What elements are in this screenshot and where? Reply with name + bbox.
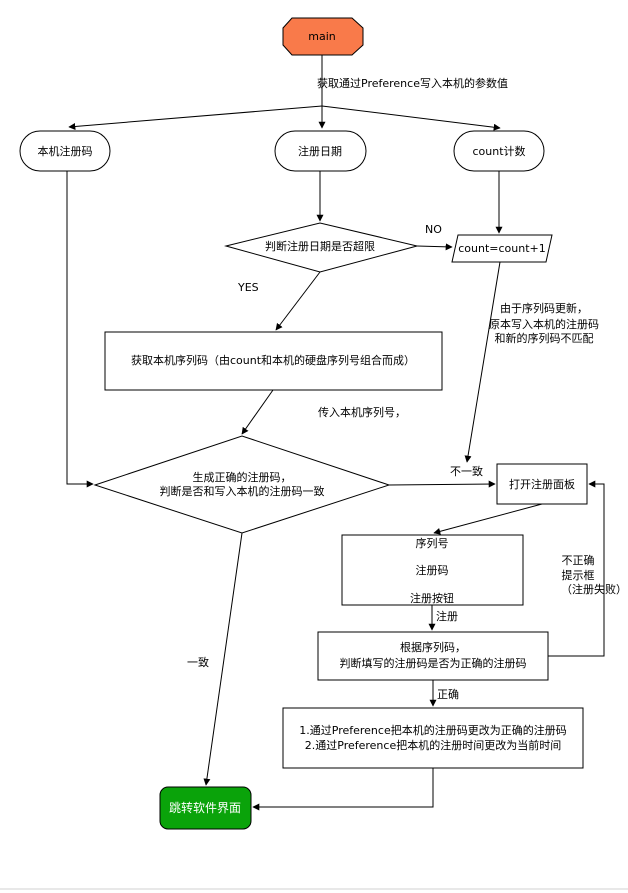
connector — [68, 105, 323, 130]
count-increment-label: count=count+1 — [458, 242, 546, 255]
panel-contents-node — [341, 534, 524, 606]
main-node — [282, 17, 364, 56]
inconsistent-label: 不一致 — [450, 464, 483, 478]
mismatch-reason-3: 和新的序列码不匹配 — [495, 331, 594, 345]
panel-serial-label: 序列号 — [416, 536, 449, 550]
connector — [241, 389, 274, 435]
incorrect-label-1: 不正确 — [562, 554, 595, 567]
update-label-2: 2.通过Preference把本机的注册时间更改为当前时间 — [305, 738, 561, 752]
jump-label: 跳转软件界面 — [169, 800, 241, 815]
get-serial-node — [104, 331, 443, 391]
mismatch-reason-2: 原本写入本机的注册码 — [489, 317, 599, 331]
correct-label: 正确 — [437, 688, 459, 701]
count-label: count计数 — [472, 145, 525, 158]
pass-serial-label: 传入本机序列号， — [318, 405, 406, 419]
connector — [548, 480, 605, 657]
connector — [464, 261, 501, 463]
incorrect-label-3: （注册失败） — [561, 582, 627, 596]
register-label: 注册 — [436, 609, 458, 623]
update-label-1: 1.通过Preference把本机的注册码更改为正确的注册码 — [299, 723, 566, 737]
open-panel-node — [496, 463, 588, 505]
count-increment-node — [451, 234, 553, 263]
verify-label-2: 判断填写的注册码是否为正确的注册码 — [340, 656, 527, 670]
yes-label: YES — [237, 281, 259, 294]
gen-check-label-2: 判断是否和写入本机的注册码一致 — [160, 484, 325, 498]
open-panel-label: 打开注册面板 — [509, 477, 575, 491]
serial-code-label: 本机注册码 — [38, 144, 93, 158]
panel-button-label: 注册按钮 — [410, 591, 454, 605]
get-serial-label: 获取本机序列码（由count和本机的硬盘序列号组合而成） — [131, 353, 415, 367]
watermark: https://blog.csdn.net/java0825 — [421, 869, 620, 884]
mismatch-reason-1: 由于序列码更新， — [500, 301, 588, 315]
incorrect-label-2: 提示框 — [562, 569, 595, 582]
gen-check-label-1: 生成正确的注册码， — [193, 470, 292, 484]
connector — [433, 503, 543, 535]
read-prefs-label: 获取通过Preference写入本机的参数值 — [317, 76, 508, 90]
check-date-label: 判断注册日期是否超限 — [265, 239, 375, 253]
connector — [252, 768, 434, 811]
verify-label-1: 根据序列码， — [400, 640, 466, 654]
update-node — [282, 707, 584, 769]
connector — [203, 532, 243, 786]
no-label: NO — [425, 223, 442, 236]
serial-code-node — [19, 130, 111, 172]
connector — [416, 243, 453, 251]
reg-date-label: 注册日期 — [298, 144, 342, 158]
connector — [321, 105, 501, 131]
consistent-label: 一致 — [187, 655, 209, 669]
verify-node — [317, 631, 549, 681]
main-label: main — [308, 30, 336, 43]
connector — [388, 480, 496, 488]
connector — [66, 171, 94, 488]
panel-code-label: 注册码 — [416, 563, 449, 577]
connector — [275, 271, 321, 331]
jump-node — [159, 786, 252, 830]
